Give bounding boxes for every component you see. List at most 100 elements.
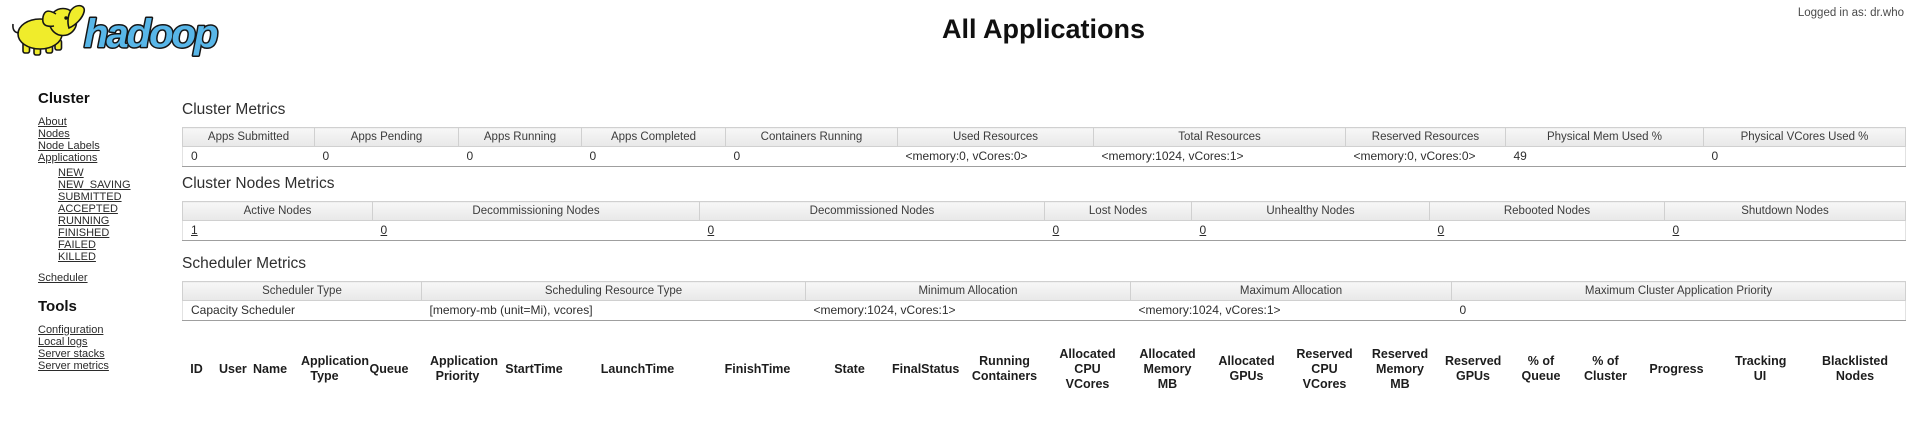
col-finishtime[interactable]: FinishTime	[724, 361, 791, 376]
cell-lost-nodes: 0	[1044, 220, 1192, 241]
col-lost-nodes: Lost Nodes	[1044, 201, 1192, 221]
cell-decommissioned-nodes: 0	[699, 220, 1045, 241]
col-scheduling-resource-type: Scheduling Resource Type	[421, 281, 806, 301]
applications-header-row: ID User Name Application Type Queue Appl…	[182, 343, 1905, 395]
sidebar-item-state-submitted[interactable]: SUBMITTED	[58, 190, 122, 203]
value-apps-completed: 0	[581, 146, 726, 167]
cell-rebooted-nodes: 0	[1429, 220, 1665, 241]
page-title: All Applications	[941, 14, 1145, 44]
value-containers-running: 0	[725, 146, 898, 167]
sidebar-item-state-failed[interactable]: FAILED	[58, 238, 96, 251]
col-pct-of-queue[interactable]: % of Queue	[1521, 354, 1561, 384]
sidebar-item-configuration[interactable]: Configuration	[38, 323, 104, 336]
value-apps-submitted: 0	[182, 146, 315, 167]
sidebar-item-state-killed[interactable]: KILLED	[58, 250, 96, 263]
col-apps-completed: Apps Completed	[581, 127, 726, 147]
col-blacklisted-nodes[interactable]: Blacklisted Nodes	[1821, 354, 1888, 384]
cluster-nav: About Nodes Node Labels Applications NEW…	[38, 116, 180, 284]
value-scheduler-type: Capacity Scheduler	[182, 300, 422, 321]
col-allocated-memory-mb[interactable]: Allocated Memory MB	[1139, 347, 1196, 391]
scheduler-metrics-heading: Scheduler Metrics	[182, 255, 307, 272]
col-containers-running: Containers Running	[725, 127, 898, 147]
link-decommissioning-nodes-count[interactable]: 0	[380, 223, 388, 237]
sidebar-item-state-running[interactable]: RUNNING	[58, 214, 110, 227]
col-id[interactable]: ID	[190, 361, 203, 376]
sidebar-item-scheduler[interactable]: Scheduler	[38, 272, 88, 284]
col-apps-submitted: Apps Submitted	[182, 127, 315, 147]
cluster-metrics-table: Apps Submitted Apps Pending Apps Running…	[182, 127, 1906, 167]
sidebar-item-server-metrics[interactable]: Server metrics	[38, 359, 109, 372]
col-allocated-gpus[interactable]: Allocated GPUs	[1218, 354, 1275, 384]
application-states-nav: NEW NEW_SAVING SUBMITTED ACCEPTED RUNNIN…	[58, 166, 180, 263]
sidebar-item-state-accepted[interactable]: ACCEPTED	[58, 202, 118, 215]
cell-unhealthy-nodes: 0	[1191, 220, 1430, 241]
cluster-metrics-heading: Cluster Metrics	[182, 101, 286, 118]
table-row: 1 0 0 0 0 0 0	[182, 220, 1906, 241]
col-maximum-allocation: Maximum Allocation	[1130, 281, 1452, 301]
hadoop-logo: hadoop	[8, 2, 258, 65]
col-unhealthy-nodes: Unhealthy Nodes	[1191, 201, 1430, 221]
applications-table: ID User Name Application Type Queue Appl…	[182, 343, 1905, 395]
value-used-resources: <memory:0, vCores:0>	[897, 146, 1094, 167]
col-progress[interactable]: Progress	[1649, 361, 1704, 376]
col-allocated-cpu-vcores[interactable]: Allocated CPU VCores	[1059, 347, 1116, 391]
col-starttime[interactable]: StartTime	[505, 361, 563, 376]
header-row: Scheduler Type Scheduling Resource Type …	[182, 281, 1906, 301]
col-used-resources: Used Resources	[897, 127, 1094, 147]
value-apps-running: 0	[458, 146, 582, 167]
cell-shutdown-nodes: 0	[1664, 220, 1906, 241]
col-user[interactable]: User	[219, 361, 247, 376]
col-tracking-ui[interactable]: Tracking UI	[1735, 354, 1787, 384]
value-physical-vcores-used-pct: 0	[1703, 146, 1906, 167]
cluster-nodes-metrics-heading: Cluster Nodes Metrics	[182, 175, 335, 192]
col-state[interactable]: State	[834, 361, 865, 376]
link-unhealthy-nodes-count[interactable]: 0	[1199, 223, 1207, 237]
value-physical-mem-used-pct: 49	[1505, 146, 1704, 167]
sidebar-item-local-logs[interactable]: Local logs	[38, 335, 88, 348]
col-launchtime[interactable]: LaunchTime	[600, 361, 675, 376]
link-lost-nodes-count[interactable]: 0	[1052, 223, 1060, 237]
col-reserved-cpu-vcores[interactable]: Reserved CPU VCores	[1296, 347, 1353, 391]
scheduler-metrics-table: Scheduler Type Scheduling Resource Type …	[182, 281, 1906, 321]
sidebar-heading-tools: Tools	[38, 297, 77, 315]
cluster-nodes-metrics-table: Active Nodes Decommissioning Nodes Decom…	[182, 201, 1906, 241]
col-decommissioning-nodes: Decommissioning Nodes	[372, 201, 700, 221]
col-apps-pending: Apps Pending	[314, 127, 459, 147]
sidebar-item-about[interactable]: About	[38, 116, 67, 128]
col-max-cluster-app-priority: Maximum Cluster Application Priority	[1451, 281, 1906, 301]
sidebar-item-node-labels[interactable]: Node Labels	[38, 140, 100, 152]
value-total-resources: <memory:1024, vCores:1>	[1093, 146, 1346, 167]
col-reserved-gpus[interactable]: Reserved GPUs	[1445, 354, 1502, 384]
col-finalstatus[interactable]: FinalStatus	[892, 361, 960, 376]
table-row: 0 0 0 0 0 <memory:0, vCores:0> <memory:1…	[182, 146, 1906, 167]
col-running-containers[interactable]: Running Containers	[971, 354, 1038, 384]
col-application-type[interactable]: Application Type	[301, 354, 370, 384]
col-apps-running: Apps Running	[458, 127, 582, 147]
col-rebooted-nodes: Rebooted Nodes	[1429, 201, 1665, 221]
col-queue[interactable]: Queue	[369, 361, 409, 376]
sidebar-item-state-finished[interactable]: FINISHED	[58, 226, 110, 239]
col-name[interactable]: Name	[253, 361, 288, 376]
col-reserved-memory-mb[interactable]: Reserved Memory MB	[1371, 347, 1429, 391]
sidebar-item-state-new[interactable]: NEW	[58, 166, 84, 179]
col-pct-of-cluster[interactable]: % of Cluster	[1583, 354, 1628, 384]
hadoop-logo-text: hadoop	[84, 12, 218, 56]
col-application-priority[interactable]: Application Priority	[430, 354, 499, 384]
sidebar-item-server-stacks[interactable]: Server stacks	[38, 347, 105, 360]
col-physical-mem-used-pct: Physical Mem Used %	[1505, 127, 1704, 147]
hadoop-elephant-icon	[12, 4, 86, 56]
link-decommissioned-nodes-count[interactable]: 0	[707, 223, 715, 237]
value-reserved-resources: <memory:0, vCores:0>	[1345, 146, 1506, 167]
tools-nav: Configuration Local logs Server stacks S…	[38, 323, 180, 372]
link-rebooted-nodes-count[interactable]: 0	[1437, 223, 1445, 237]
link-active-nodes-count[interactable]: 1	[191, 223, 198, 237]
hadoop-logo-svg: hadoop	[12, 4, 221, 58]
sidebar-item-nodes[interactable]: Nodes	[38, 128, 70, 140]
value-minimum-allocation: <memory:1024, vCores:1>	[805, 300, 1131, 321]
sidebar-item-state-new-saving[interactable]: NEW_SAVING	[58, 178, 131, 191]
sidebar-item-applications[interactable]: Applications	[38, 152, 98, 164]
main-content: All Applications Cluster Metrics Apps Su…	[182, 0, 1906, 395]
sidebar-heading-cluster: Cluster	[38, 90, 90, 107]
cell-decommissioning-nodes: 0	[372, 220, 700, 241]
link-shutdown-nodes-count[interactable]: 0	[1672, 223, 1680, 237]
